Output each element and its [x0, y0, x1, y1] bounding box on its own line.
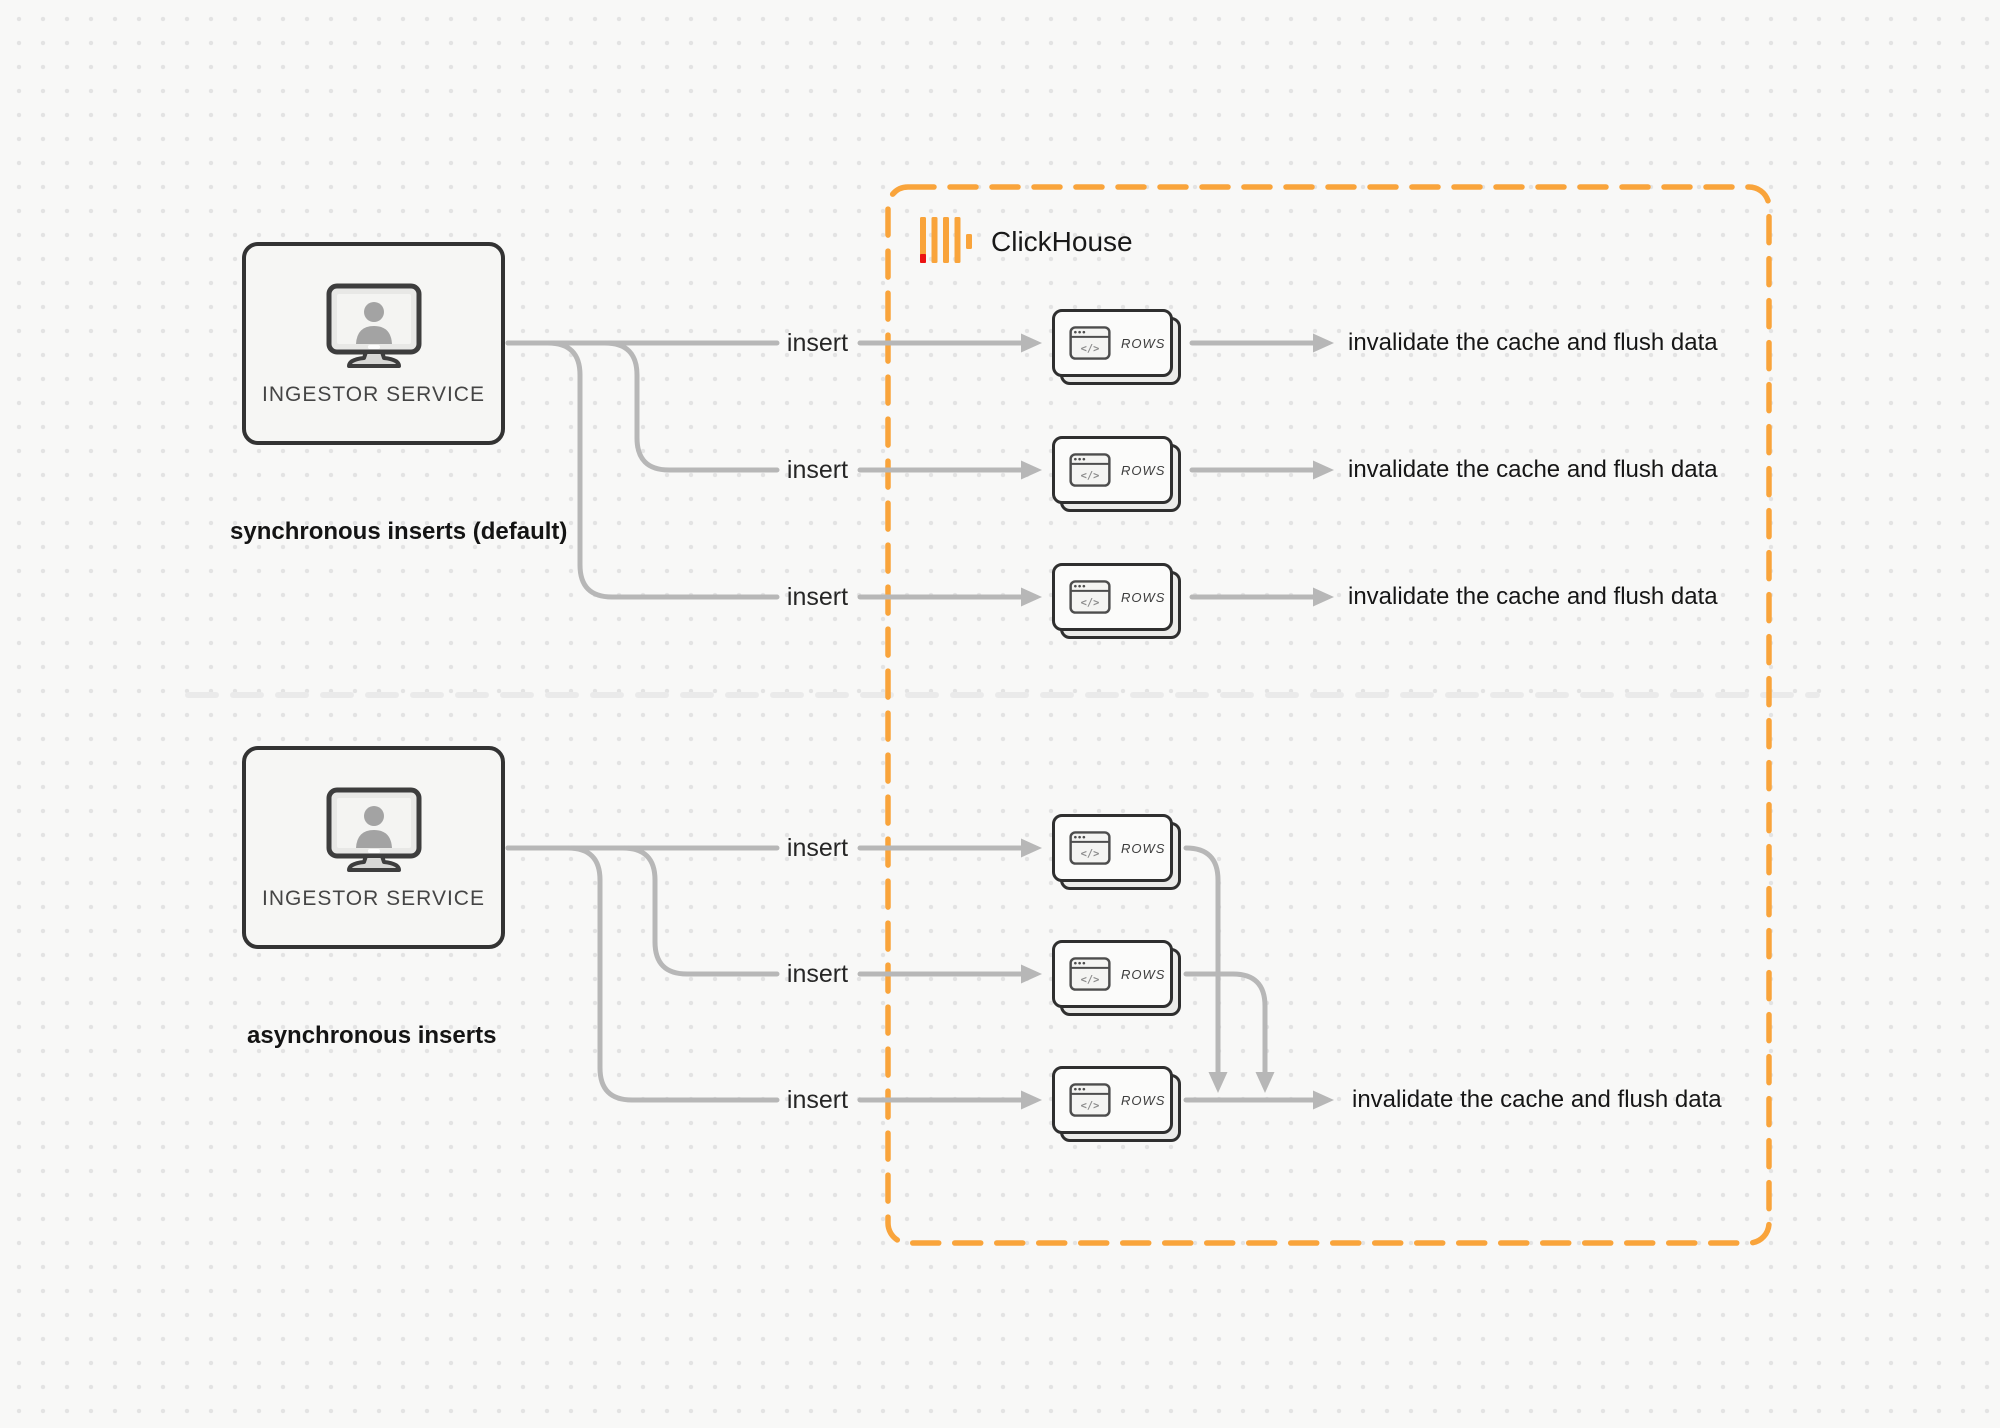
connector-sync-row3-pre	[505, 340, 780, 600]
rows-label: ROWS	[1121, 462, 1166, 478]
clickhouse-logo	[920, 217, 972, 263]
svg-text:</>: </>	[1081, 974, 1100, 986]
connector-async-row2-pre	[505, 845, 780, 977]
rows-label: ROWS	[1121, 840, 1166, 856]
insert-label: insert	[786, 834, 849, 862]
result-label: invalidate the cache and flush data	[1352, 1086, 1722, 1113]
code-window-icon: </>	[1069, 580, 1111, 614]
insert-label: insert	[786, 960, 849, 988]
code-window-icon: </>	[1069, 326, 1111, 360]
rows-card-front: </> ROWS	[1052, 563, 1173, 631]
service-label: INGESTOR SERVICE	[262, 383, 485, 406]
rows-card-front: </> ROWS	[1052, 940, 1173, 1008]
clickhouse-boundary	[885, 184, 1772, 1246]
rows-node: </> ROWS	[1052, 814, 1181, 890]
code-window-icon: </>	[1069, 1083, 1111, 1117]
insert-label: insert	[786, 583, 849, 611]
clickhouse-label: ClickHouse	[991, 226, 1133, 257]
service-label: INGESTOR SERVICE	[262, 887, 485, 910]
rows-node: </> ROWS	[1052, 436, 1181, 512]
code-window-icon: </>	[1069, 453, 1111, 487]
svg-text:</>: </>	[1081, 848, 1100, 860]
rows-node: </> ROWS	[1052, 940, 1181, 1016]
insert-label: insert	[786, 329, 849, 357]
rows-card-front: </> ROWS	[1052, 436, 1173, 504]
rows-label: ROWS	[1121, 1092, 1166, 1108]
rows-label: ROWS	[1121, 966, 1166, 982]
code-window-icon: </>	[1069, 831, 1111, 865]
ingestor-service-box-async: INGESTOR SERVICE	[242, 746, 505, 949]
svg-text:</>: </>	[1081, 343, 1100, 355]
svg-text:</>: </>	[1081, 470, 1100, 482]
ingestor-service-box-sync: INGESTOR SERVICE	[242, 242, 505, 445]
connector-async-merge-row1	[1183, 845, 1228, 1093]
insert-label: insert	[786, 456, 849, 484]
connector-async-row3-pre	[505, 845, 780, 1103]
connector-sync-row2-pre	[505, 340, 780, 473]
connector-async-merge-row2	[1183, 971, 1275, 1093]
result-label: invalidate the cache and flush data	[1348, 329, 1718, 356]
monitor-user-icon	[326, 283, 421, 368]
rows-node: </> ROWS	[1052, 309, 1181, 385]
rows-node: </> ROWS	[1052, 1066, 1181, 1142]
sync-section-caption: synchronous inserts (default)	[230, 518, 568, 545]
async-section-caption: asynchronous inserts	[247, 1022, 497, 1049]
rows-card-front: </> ROWS	[1052, 309, 1173, 377]
svg-text:</>: </>	[1081, 597, 1100, 609]
svg-text:</>: </>	[1081, 1100, 1100, 1112]
rows-card-front: </> ROWS	[1052, 814, 1173, 882]
result-label: invalidate the cache and flush data	[1348, 456, 1718, 483]
rows-node: </> ROWS	[1052, 563, 1181, 639]
clickhouse-logo-red-accent	[920, 254, 926, 263]
insert-label: insert	[786, 1086, 849, 1114]
rows-label: ROWS	[1121, 589, 1166, 605]
rows-label: ROWS	[1121, 335, 1166, 351]
monitor-user-icon	[326, 787, 421, 872]
code-window-icon: </>	[1069, 957, 1111, 991]
rows-card-front: </> ROWS	[1052, 1066, 1173, 1134]
result-label: invalidate the cache and flush data	[1348, 583, 1718, 610]
